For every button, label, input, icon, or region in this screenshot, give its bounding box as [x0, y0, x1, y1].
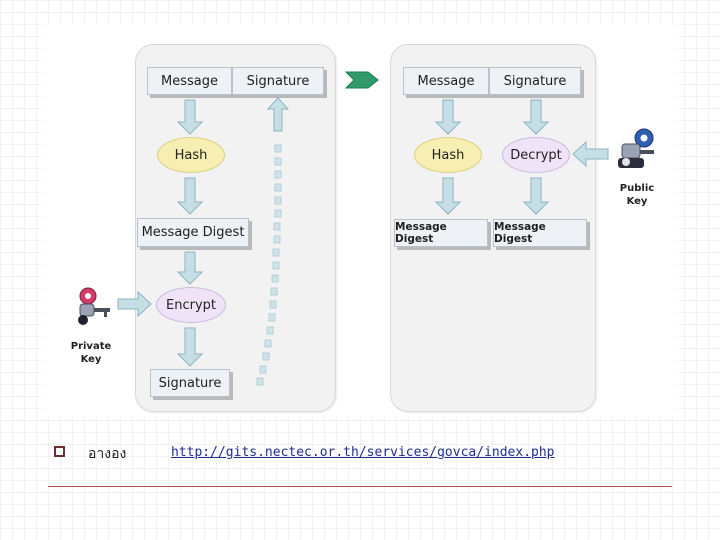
- reference-label: อางอง: [88, 446, 127, 462]
- arrow-hash-to-digest-received: [434, 177, 462, 215]
- arrow-private-key-to-encrypt: [117, 290, 152, 318]
- footer-divider: [48, 486, 672, 487]
- private-key-label: Private Key: [66, 340, 116, 366]
- message-box-received: Message: [403, 67, 489, 95]
- private-key-label-line1: Private: [70, 341, 112, 352]
- hash-ellipse-received: Hash: [414, 137, 482, 173]
- signature-box: Signature: [232, 67, 324, 95]
- public-key-label-line2: Key: [626, 196, 648, 207]
- arrow-digest-to-encrypt: [176, 251, 204, 285]
- arrow-encrypt-to-signature: [176, 327, 204, 367]
- bullet-icon: [54, 446, 65, 457]
- message-digest-box-computed: Message Digest: [394, 219, 488, 247]
- public-key-icon: [618, 128, 654, 168]
- reference-link[interactable]: http://gits.nectec.or.th/services/govca/…: [171, 445, 555, 460]
- arrow-signature-to-decrypt: [522, 99, 550, 135]
- arrow-public-key-to-decrypt: [572, 140, 609, 168]
- message-box: Message: [147, 67, 232, 95]
- arrow-hash-to-digest: [176, 177, 204, 215]
- decrypt-ellipse: Decrypt: [502, 137, 570, 173]
- private-key-label-line2: Key: [80, 354, 102, 365]
- transfer-arrow: [344, 71, 379, 89]
- arrow-decrypt-to-digest: [522, 177, 550, 215]
- arrow-message-to-hash: [176, 99, 204, 135]
- arrow-message-to-hash-received: [434, 99, 462, 135]
- arrow-up-to-signature: [266, 97, 290, 132]
- signature-box-received: Signature: [489, 67, 581, 95]
- hash-ellipse: Hash: [157, 137, 225, 173]
- public-key-label-line1: Public: [619, 183, 655, 194]
- encrypt-ellipse: Encrypt: [156, 287, 226, 323]
- dotted-return-arrow: [256, 144, 282, 386]
- private-key-icon: [78, 287, 110, 325]
- message-digest-box-decrypted: Message Digest: [493, 219, 587, 247]
- signature-output-box: Signature: [150, 369, 230, 397]
- message-digest-box: Message Digest: [137, 218, 249, 247]
- public-key-label: Public Key: [612, 182, 662, 208]
